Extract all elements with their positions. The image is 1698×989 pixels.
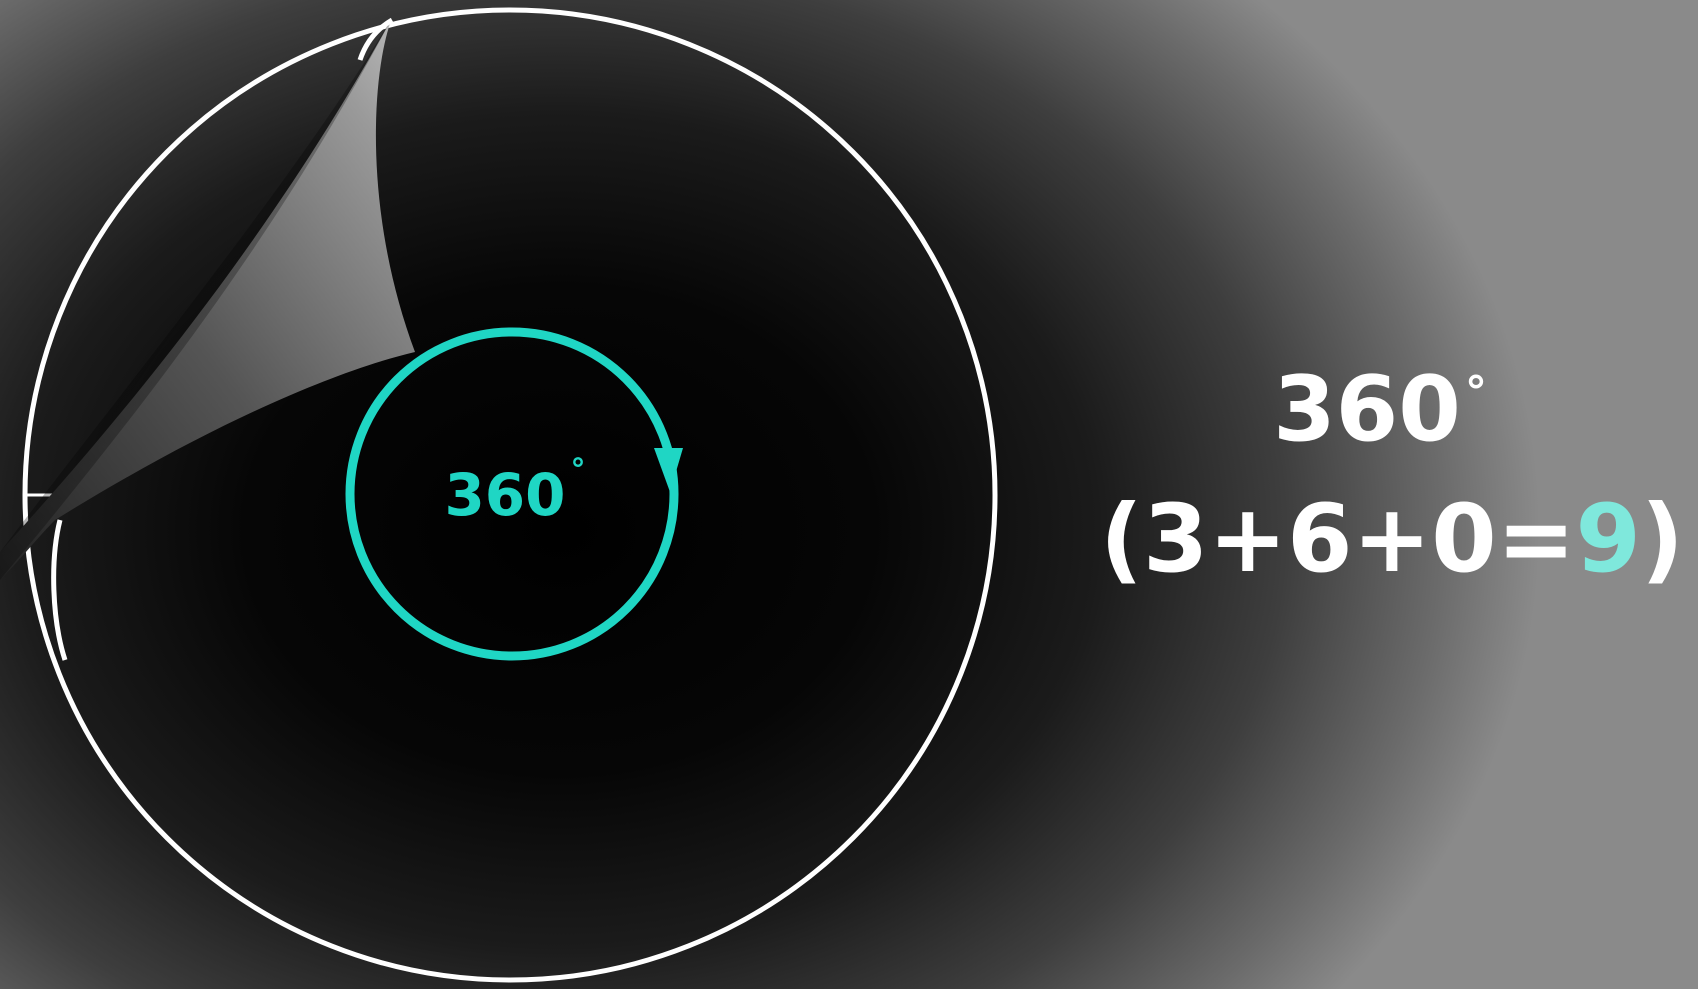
digit-sum-suffix: ) bbox=[1640, 485, 1684, 594]
equation-top: 360° bbox=[1100, 365, 1660, 475]
curl-outline-top bbox=[357, 17, 394, 61]
inner-degree-value: 360 bbox=[444, 461, 565, 529]
digit-sum-result: 9 bbox=[1575, 485, 1641, 594]
inner-degree-symbol: ° bbox=[571, 453, 586, 488]
curl-outline-bottom bbox=[51, 519, 68, 661]
rotation-circle bbox=[345, 327, 679, 661]
equation-value: 360 bbox=[1273, 357, 1461, 462]
equation-degree-symbol: ° bbox=[1464, 367, 1487, 418]
digit-sum-prefix: (3+6+0= bbox=[1100, 485, 1576, 594]
digit-sum: (3+6+0=9) bbox=[1100, 493, 1684, 587]
page-curl-shadow bbox=[0, 18, 392, 580]
clockwise-arrow-icon bbox=[654, 448, 683, 492]
equation-block: 360° (3+6+0=9) bbox=[1100, 365, 1684, 587]
